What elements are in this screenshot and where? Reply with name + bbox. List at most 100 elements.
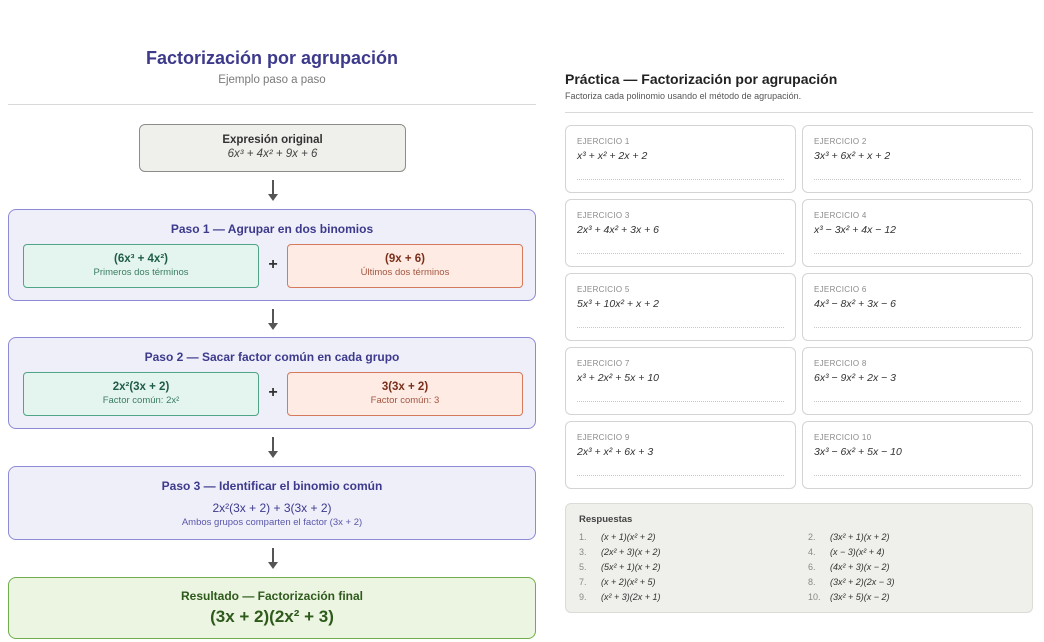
exercise-card: EJERCICIO 3 2x³ + 4x² + 3x + 6: [565, 199, 796, 267]
practice-instructions: Factoriza cada polinomio usando el métod…: [565, 91, 802, 101]
down-arrow-icon: [267, 180, 279, 201]
group-caption: Factor común: 3: [370, 395, 440, 406]
group-expression: 3(3x + 2): [381, 381, 429, 393]
step-2-group-b: 3(3x + 2) Factor común: 3: [287, 372, 523, 416]
original-expression: 6x³ + 4x² + 9x + 6: [227, 148, 318, 160]
exercise-expression: 3x³ − 6x² + 5x − 10: [814, 446, 902, 458]
answer-number: 4.: [808, 547, 816, 557]
exercise-card: EJERCICIO 7 x³ + 2x² + 5x + 10: [565, 347, 796, 415]
exercise-card: EJERCICIO 2 3x³ + 6x² + x + 2: [802, 125, 1033, 193]
down-arrow-icon: [267, 548, 279, 569]
group-expression: 2x²(3x + 2): [112, 381, 170, 393]
down-arrow-icon: [267, 437, 279, 458]
exercise-label: EJERCICIO 7: [577, 359, 630, 368]
answer-number: 5.: [579, 562, 587, 572]
exercise-expression: 5x³ + 10x² + x + 2: [577, 298, 660, 310]
group-expression: (6x³ + 4x²): [113, 253, 168, 265]
practice-panel: Práctica — Factorización por agrupación …: [565, 0, 1033, 642]
answer-line: [814, 179, 1021, 180]
step-2-box: Paso 2 — Sacar factor común en cada grup…: [8, 337, 536, 429]
answer-number: 10.: [808, 592, 821, 602]
result-box: Resultado — Factorización final (3x + 2)…: [8, 577, 536, 639]
step-3-expression: 2x²(3x + 2) + 3(3x + 2): [212, 501, 332, 515]
exercise-card: EJERCICIO 10 3x³ − 6x² + 5x − 10: [802, 421, 1033, 489]
answer-text: (3x² + 2)(2x − 3): [830, 577, 895, 587]
answer-text: (5x² + 1)(x + 2): [601, 562, 661, 572]
divider: [8, 104, 536, 105]
step-2-title: Paso 2 — Sacar factor común en cada grup…: [144, 350, 400, 364]
answer-item: 4. (x − 3)(x² + 4): [808, 547, 885, 557]
page-subtitle: Ejemplo paso a paso: [218, 74, 326, 86]
answer-item: 6.(4x² + 3)(x − 2): [808, 562, 890, 572]
answer-line: [577, 253, 784, 254]
plus-operator: +: [268, 256, 278, 273]
exercise-expression: x³ + 2x² + 5x + 10: [577, 372, 660, 384]
exercise-label: EJERCICIO 5: [577, 285, 630, 294]
answer-line: [814, 401, 1021, 402]
original-label: Expresión original: [222, 134, 323, 146]
exercise-label: EJERCICIO 4: [814, 211, 867, 220]
exercise-card: EJERCICIO 4 x³ − 3x² + 4x − 12: [802, 199, 1033, 267]
exercise-expression: 6x³ − 9x² + 2x − 3: [814, 372, 897, 384]
exercise-label: EJERCICIO 2: [814, 137, 867, 146]
answer-number: 8.: [808, 577, 816, 587]
answer-item: 9.(x² + 3)(2x + 1): [579, 592, 661, 602]
step-3-note: Ambos grupos comparten el factor (3x + 2…: [181, 517, 363, 528]
plus-operator: +: [268, 384, 278, 401]
exercise-label: EJERCICIO 3: [577, 211, 630, 220]
exercise-card: EJERCICIO 9 2x³ + x² + 6x + 3: [565, 421, 796, 489]
exercise-expression: x³ − 3x² + 4x − 12: [814, 224, 897, 236]
answer-item: 3. (2x² + 3)(x + 2): [579, 547, 661, 557]
answer-text: (x + 2)(x² + 5): [601, 577, 656, 587]
answer-number: 7.: [579, 577, 587, 587]
down-arrow-icon: [267, 309, 279, 330]
answer-item: 8. (3x² + 2)(2x − 3): [808, 577, 895, 587]
answer-number: 2.: [808, 532, 816, 542]
answer-item: 10. (3x² + 5)(x − 2): [808, 592, 890, 602]
answers-box: Respuestas 1. (x + 1)(x² + 2) 2.(3x² + 1)(…: [565, 503, 1033, 613]
answer-number: 6.: [808, 562, 816, 572]
answer-line: [814, 475, 1021, 476]
answer-line: [814, 327, 1021, 328]
answer-line: [577, 475, 784, 476]
example-panel: Factorización por agrupación Ejemplo pas…: [8, 0, 536, 642]
practice-title: Práctica — Factorización por agrupación: [565, 71, 838, 87]
result-expression: (3x + 2)(2x² + 3): [210, 607, 334, 626]
exercise-expression: 2x³ + 4x² + 3x + 6: [577, 224, 660, 236]
exercise-label: EJERCICIO 1: [577, 137, 630, 146]
group-caption: Factor común: 2x²: [102, 395, 180, 406]
answer-number: 3.: [579, 547, 587, 557]
answer-line: [577, 179, 784, 180]
answer-line: [577, 401, 784, 402]
answer-number: 1.: [579, 532, 587, 542]
answer-text: (x − 3)(x² + 4): [830, 547, 885, 557]
answer-text: (x + 1)(x² + 2): [601, 532, 656, 542]
step-1-box: Paso 1 — Agrupar en dos binomios (6x³ + …: [8, 209, 536, 301]
answer-item: 2.(3x² + 1)(x + 2): [808, 532, 890, 542]
divider: [565, 112, 1033, 113]
exercise-expression: 4x³ − 8x² + 3x − 6: [814, 298, 897, 310]
exercise-expression: 2x³ + x² + 6x + 3: [577, 446, 654, 458]
answers-title: Respuestas: [579, 514, 633, 525]
step-3-box: Paso 3 — Identificar el binomio común 2x…: [8, 466, 536, 540]
answer-item: 5. (5x² + 1)(x + 2): [579, 562, 661, 572]
exercise-expression: 3x³ + 6x² + x + 2: [814, 150, 891, 162]
exercise-label: EJERCICIO 9: [577, 433, 630, 442]
group-caption: Primeros dos términos: [93, 267, 189, 278]
answer-item: 1. (x + 1)(x² + 2): [579, 532, 656, 542]
step-1-group-b: (9x + 6) Últimos dos términos: [287, 244, 523, 288]
exercise-label: EJERCICIO 10: [814, 433, 872, 442]
step-1-title: Paso 1 — Agrupar en dos binomios: [170, 222, 374, 236]
step-3-title: Paso 3 — Identificar el binomio común: [161, 479, 383, 493]
answer-text: (2x² + 3)(x + 2): [601, 547, 661, 557]
step-1-group-a: (6x³ + 4x²) Primeros dos términos: [23, 244, 259, 288]
result-label: Resultado — Factorización final: [180, 589, 364, 603]
original-expression-box: Expresión original 6x³ + 4x² + 9x + 6: [139, 124, 406, 172]
answer-line: [814, 253, 1021, 254]
step-2-group-a: 2x²(3x + 2) Factor común: 2x²: [23, 372, 259, 416]
group-caption: Últimos dos términos: [360, 267, 450, 278]
answer-text: (3x² + 5)(x − 2): [830, 592, 890, 602]
